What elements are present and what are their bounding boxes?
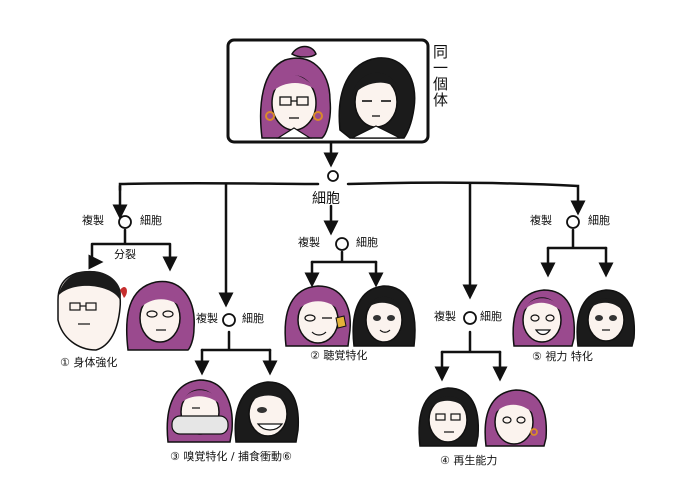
tree-connectors	[88, 140, 614, 382]
cell-circle-lowright	[463, 311, 477, 325]
portrait-top-purple	[259, 45, 332, 139]
cell-circles	[118, 170, 580, 327]
portrait-1-black	[57, 270, 127, 351]
caption-1: ① 身体強化	[60, 356, 118, 369]
top-portrait-box	[226, 38, 430, 144]
portrait-5-black	[576, 289, 636, 347]
caption-3: ③ 嗅覚特化 / 捕食衝動⑥	[170, 450, 292, 463]
root-cell-label: 細胞	[312, 191, 340, 207]
portrait-5-purple	[512, 289, 576, 347]
cell-circle-right	[566, 215, 580, 229]
caption-5: ⑤ 視力 特化	[532, 350, 593, 363]
cell-circle-lowleft	[222, 313, 236, 327]
mid-clone-label: 複製	[298, 236, 320, 249]
mid-cell-label: 細胞	[356, 236, 378, 249]
cell-circle-mid	[335, 237, 349, 251]
caption-4: ④ 再生能力	[440, 454, 498, 467]
portrait-3-black	[234, 381, 300, 443]
lowleft-clone-label: 複製	[196, 312, 218, 325]
portrait-4-purple	[484, 389, 548, 447]
right-cell-label: 細胞	[588, 214, 610, 227]
caption-2: ② 聴覚特化	[310, 349, 368, 362]
right-clone-label: 複製	[530, 214, 552, 227]
lowright-cell-label: 細胞	[480, 310, 502, 323]
portrait-top-black	[338, 57, 416, 139]
portrait-2-black	[352, 285, 416, 347]
lowleft-cell-label: 細胞	[242, 312, 264, 325]
left-cell-label: 細胞	[140, 214, 162, 227]
lowright-clone-label: 複製	[434, 310, 456, 323]
top-note: 同一個体	[431, 44, 449, 108]
portrait-3-purple	[166, 379, 233, 443]
portrait-1-purple	[125, 280, 195, 351]
left-clone-label: 複製	[82, 214, 104, 227]
portrait-2-purple	[284, 285, 351, 347]
portrait-4-black	[418, 387, 480, 447]
cell-circle-left	[118, 215, 132, 229]
split-label: 分裂	[114, 248, 136, 261]
cell-circle-root	[327, 170, 339, 182]
